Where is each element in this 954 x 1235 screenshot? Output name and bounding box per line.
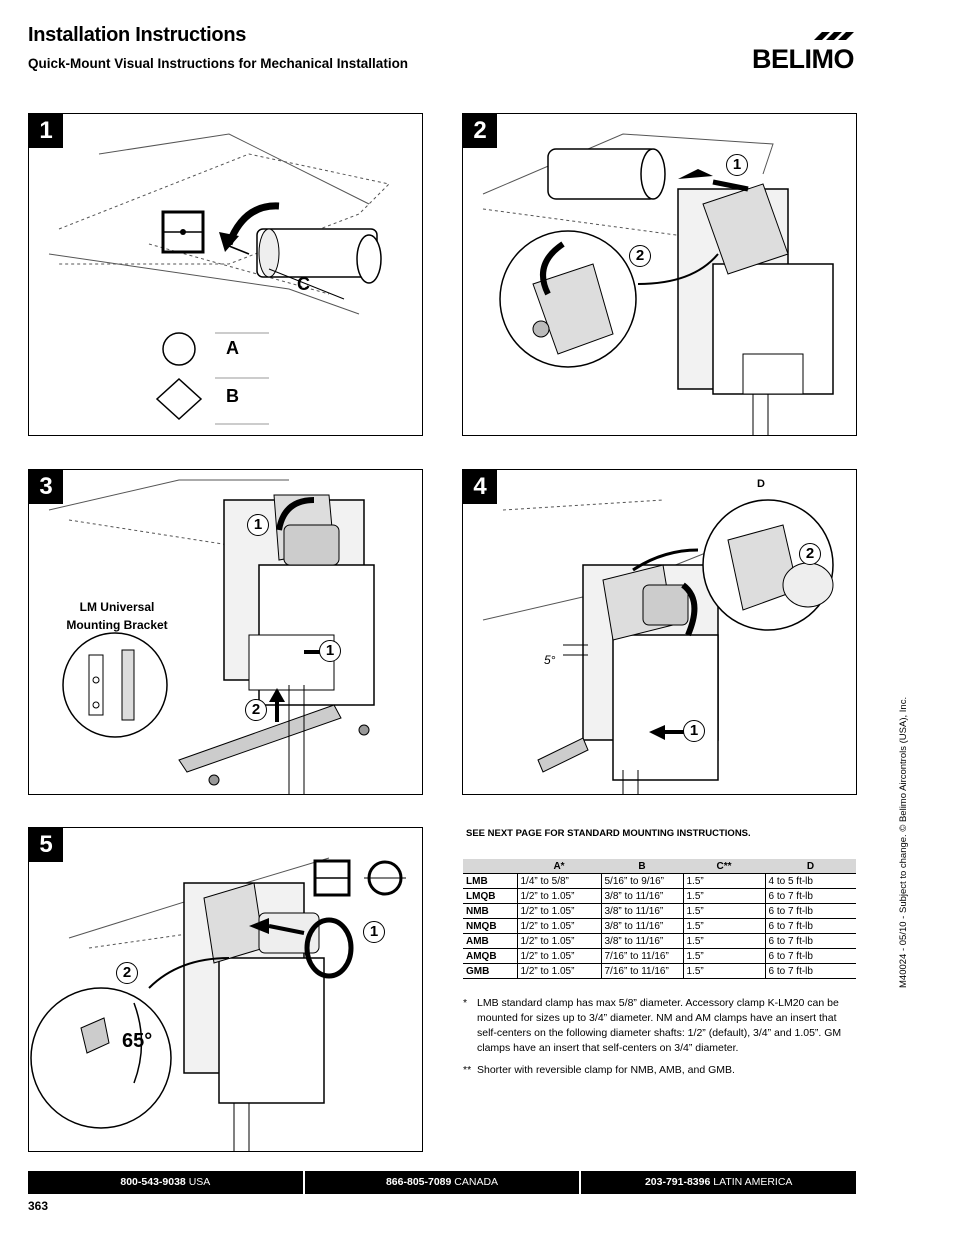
note-1: LMB standard clamp has max 5/8” diameter… — [477, 997, 842, 1054]
note-1-mark: * — [463, 997, 468, 1009]
step-1-panel: 1 C A B — [28, 113, 423, 436]
step-3-illustration — [48, 479, 375, 794]
table-cell: 6 to 7 ft-lb — [764, 918, 856, 934]
table-cell: 6 to 7 ft-lb — [764, 948, 856, 964]
col-header: C** — [683, 859, 765, 874]
table-cell: 6 to 7 ft-lb — [764, 888, 856, 904]
dim-label-b: B — [226, 386, 239, 406]
step-number: 4 — [463, 470, 497, 504]
phone-latin-america: 203-791-8396 LATIN AMERICA — [579, 1171, 857, 1194]
note-2: Shorter with reversible clamp for NMB, A… — [477, 1064, 735, 1076]
page-number: 363 — [28, 1199, 49, 1213]
table-cell: 5/16” to 9/16” — [600, 873, 684, 889]
table-cell: 1/2” to 1.05” — [516, 903, 602, 919]
callout-1: 1 — [363, 921, 385, 943]
col-header: A* — [517, 859, 601, 874]
document-code: M40024 - 05/10 - Subject to change. © Be… — [898, 696, 909, 988]
dim-label-a: A — [226, 338, 239, 358]
table-cell: 1.5” — [682, 873, 766, 889]
table-cell: 7/16” to 11/16” — [600, 963, 684, 979]
table-heading: SEE NEXT PAGE FOR STANDARD MOUNTING INST… — [466, 828, 751, 839]
footer-phone-bar: 800-543-9038 USA 866-805-7089 CANADA 203… — [28, 1171, 857, 1194]
table-cell: 1/2” to 1.05” — [516, 888, 602, 904]
col-header: B — [601, 859, 683, 874]
phone-usa: 800-543-9038 USA — [28, 1171, 303, 1194]
table-cell: 6 to 7 ft-lb — [764, 963, 856, 979]
step-5-panel: 5 65° 1 2 — [28, 827, 423, 1152]
step-3-panel: 3 1 1 2 LM Universal Mounting Bracket — [28, 469, 423, 795]
table-row-label: NMB — [463, 903, 518, 919]
table-cell: 1.5” — [682, 933, 766, 949]
logo-text: BELIMO — [752, 44, 854, 74]
bracket-label-line2: Mounting Bracket — [66, 618, 168, 632]
table-row-label: LMB — [463, 873, 518, 889]
bracket-label-line1: LM Universal — [79, 600, 155, 614]
callout-1-top: 1 — [247, 514, 269, 536]
callout-2: 2 — [116, 962, 138, 984]
page-title: Installation Instructions — [28, 24, 247, 46]
step-number: 1 — [29, 114, 63, 148]
table-cell: 3/8” to 11/16” — [600, 888, 684, 904]
dim-label-c: C — [297, 274, 310, 294]
phone-canada: 866-805-7089 CANADA — [302, 1171, 580, 1194]
callout-2: 2 — [245, 699, 267, 721]
step-number: 2 — [463, 114, 497, 148]
detail-label-d: D — [757, 478, 765, 490]
callout-2: 2 — [629, 245, 651, 267]
table-cell: 6 to 7 ft-lb — [764, 903, 856, 919]
table-cell: 4 to 5 ft-lb — [764, 873, 856, 889]
table-cell: 6 to 7 ft-lb — [764, 933, 856, 949]
angle-label: 5° — [544, 653, 556, 667]
table-cell: 1.5” — [682, 903, 766, 919]
table-cell: 1.5” — [682, 963, 766, 979]
table-header-row: A* B C** D — [463, 859, 856, 874]
page-subtitle: Quick-Mount Visual Instructions for Mech… — [28, 56, 409, 71]
table-cell: 1.5” — [682, 918, 766, 934]
callout-1-side: 1 — [319, 640, 341, 662]
table-cell: 7/16” to 11/16” — [600, 948, 684, 964]
table-cell: 1/2” to 1.05” — [516, 933, 602, 949]
step-5-illustration — [30, 857, 406, 1151]
angle-label: 65° — [122, 1030, 153, 1052]
table-cell: 1.5” — [682, 888, 766, 904]
table-row-label: AMB — [463, 933, 518, 949]
step-1-illustration — [48, 133, 391, 425]
step-2-panel: 2 1 2 — [462, 113, 857, 436]
col-header: D — [765, 859, 856, 874]
callout-1: 1 — [726, 154, 748, 176]
table-cell: 1/2” to 1.05” — [516, 948, 602, 964]
table-cell: 1/2” to 1.05” — [516, 963, 602, 979]
table-row-label: LMQB — [463, 888, 518, 904]
step-2-illustration — [482, 133, 834, 435]
callout-1: 1 — [683, 720, 705, 742]
table-cell: 1/2” to 1.05” — [516, 918, 602, 934]
step-4-illustration — [482, 499, 834, 794]
table-cell: 1/4” to 5/8” — [516, 873, 602, 889]
table-cell: 1.5” — [682, 948, 766, 964]
table-row-label: NMQB — [463, 918, 518, 934]
table-cell: 3/8” to 11/16” — [600, 903, 684, 919]
step-number: 5 — [29, 828, 63, 862]
belimo-logo: BELIMO — [752, 32, 855, 74]
table-row-label: GMB — [463, 963, 518, 979]
table-row-label: AMQB — [463, 948, 518, 964]
table-cell: 3/8” to 11/16” — [600, 933, 684, 949]
step-number: 3 — [29, 470, 63, 504]
table-cell: 3/8” to 11/16” — [600, 918, 684, 934]
step-4-panel: 4 D 5° 1 2 — [462, 469, 857, 795]
note-2-mark: ** — [463, 1064, 472, 1076]
col-header — [463, 859, 517, 874]
callout-2: 2 — [799, 543, 821, 565]
